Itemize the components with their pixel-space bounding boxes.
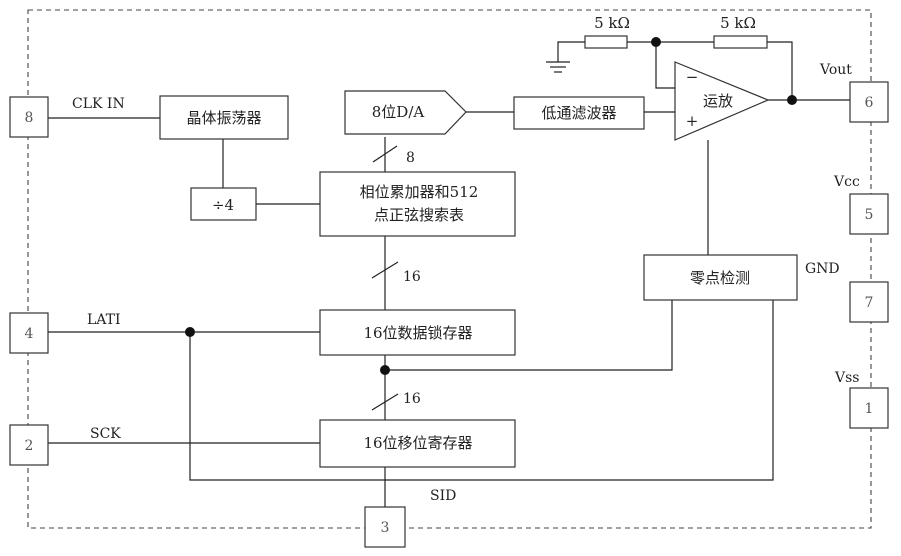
junction-output xyxy=(787,95,797,105)
zero-detect-block: 零点检测 xyxy=(643,254,798,301)
pin-vout-label: Vout xyxy=(819,62,852,78)
pin-7-number: 7 xyxy=(865,295,874,311)
pin-gnd-label: GND xyxy=(805,261,840,277)
shift-register-label: 16位移位寄存器 xyxy=(363,434,472,452)
bus-width-shift: 16 xyxy=(403,391,421,407)
pin-vss-label: Vss xyxy=(834,370,859,386)
pin-vcc-label: Vcc xyxy=(833,174,860,190)
junction-bus xyxy=(380,365,390,375)
zero-detect-label: 零点检测 xyxy=(690,269,750,287)
pin-6-vout: 6 Vout xyxy=(819,62,889,123)
pin-3-number: 3 xyxy=(381,520,390,536)
phase-accumulator-label-line1: 相位累加器和512 xyxy=(360,183,479,201)
lowpass-filter-label: 低通滤波器 xyxy=(541,104,616,122)
opamp-plus-sign: + xyxy=(686,112,699,130)
opamp: 运放 − + xyxy=(674,61,770,141)
opamp-label: 运放 xyxy=(703,92,733,110)
pin-1-number: 1 xyxy=(865,401,874,417)
shift-register-block: 16位移位寄存器 xyxy=(319,419,516,468)
pin-6-number: 6 xyxy=(865,95,874,111)
lowpass-filter-block: 低通滤波器 xyxy=(513,96,645,130)
pin-5-number: 5 xyxy=(865,207,874,223)
chip-outline xyxy=(27,9,872,529)
pin-2-number: 2 xyxy=(25,438,34,454)
pin-1-vss: 1 Vss xyxy=(834,370,889,429)
bus-width-accumulator: 16 xyxy=(403,269,421,285)
pin-4-lati: 4 LATI xyxy=(9,312,121,354)
pin-7-gnd: 7 GND xyxy=(805,261,889,323)
crystal-oscillator-block: 晶体振荡器 xyxy=(159,95,289,140)
pin-8-clk-in: 8 CLK IN xyxy=(9,96,125,138)
crystal-oscillator-label: 晶体振荡器 xyxy=(186,109,261,127)
junction-feedback xyxy=(651,37,661,47)
pin-4-number: 4 xyxy=(25,326,34,342)
dac-block: 8位D/A xyxy=(344,90,467,135)
resistor-r1: 5 kΩ xyxy=(584,14,630,49)
bus-width-dac: 8 xyxy=(406,150,415,166)
pin-5-vcc: 5 Vcc xyxy=(833,174,889,235)
dac-label: 8位D/A xyxy=(372,103,425,121)
phase-accumulator-block: 相位累加器和512 点正弦搜索表 xyxy=(319,171,516,237)
resistor-r2: 5 kΩ xyxy=(713,14,768,49)
pin-sck-label: SCK xyxy=(90,426,121,442)
phase-accumulator-label-line2: 点正弦搜索表 xyxy=(374,206,464,224)
divider-label: ÷4 xyxy=(212,196,234,214)
pin-2-sck: 2 SCK xyxy=(9,424,121,466)
data-latch-block: 16位数据锁存器 xyxy=(319,309,516,356)
wires xyxy=(48,41,850,507)
resistor-r2-label: 5 kΩ xyxy=(720,14,756,32)
resistor-r1-label: 5 kΩ xyxy=(594,14,630,32)
divider-block: ÷4 xyxy=(190,187,257,221)
opamp-minus-sign: − xyxy=(686,68,699,86)
junction-lati xyxy=(185,327,195,337)
pin-lati-label: LATI xyxy=(87,312,121,328)
pin-sid-label: SID xyxy=(430,488,456,504)
data-latch-label: 16位数据锁存器 xyxy=(363,324,472,342)
pin-3-sid: 3 SID xyxy=(364,488,456,548)
pin-clk-in-label: CLK IN xyxy=(72,96,125,112)
pin-8-number: 8 xyxy=(25,110,34,126)
